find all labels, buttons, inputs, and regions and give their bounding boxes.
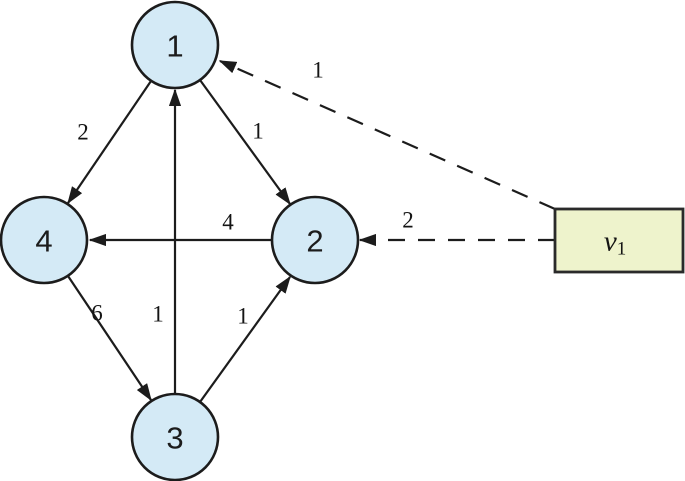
box-v1-label-sub: 1 <box>617 238 627 259</box>
box-v1-label: v1 <box>604 226 626 260</box>
edge-4-3-arrow <box>67 275 152 402</box>
box-v1: v1 <box>553 207 685 274</box>
node-4-circle <box>0 195 89 285</box>
edge-3-2-arrow <box>199 275 291 403</box>
edge-weight-v1-1: 1 <box>312 58 324 83</box>
edge-v1-1-dashed-arrow <box>218 59 556 211</box>
box-v1-rect <box>553 207 685 274</box>
node-4: 4 <box>0 195 89 285</box>
node-4-label: 4 <box>35 224 52 259</box>
node-1: 1 <box>130 0 220 90</box>
edge-1-2-arrow <box>199 79 291 206</box>
node-1-label: 1 <box>166 29 183 64</box>
node-2-circle <box>270 195 360 285</box>
edge-weight-4-3: 6 <box>91 301 103 326</box>
node-2: 2 <box>270 195 360 285</box>
node-3-label: 3 <box>166 421 183 456</box>
edge-weight-3-1: 1 <box>152 302 164 327</box>
edge-weight-2-4: 4 <box>222 210 234 235</box>
edge-weight-3-2: 1 <box>237 304 249 329</box>
edge-weight-1-4: 2 <box>77 120 89 145</box>
edge-weight-v1-2: 2 <box>402 208 414 233</box>
node-3-circle <box>130 392 220 481</box>
edge-1-4-arrow <box>67 80 152 205</box>
edge-weight-1-2: 1 <box>252 119 264 144</box>
node-1-circle <box>130 0 220 90</box>
box-v1-label-main: v <box>604 226 617 258</box>
node-3: 3 <box>130 392 220 481</box>
node-2-label: 2 <box>306 224 323 259</box>
